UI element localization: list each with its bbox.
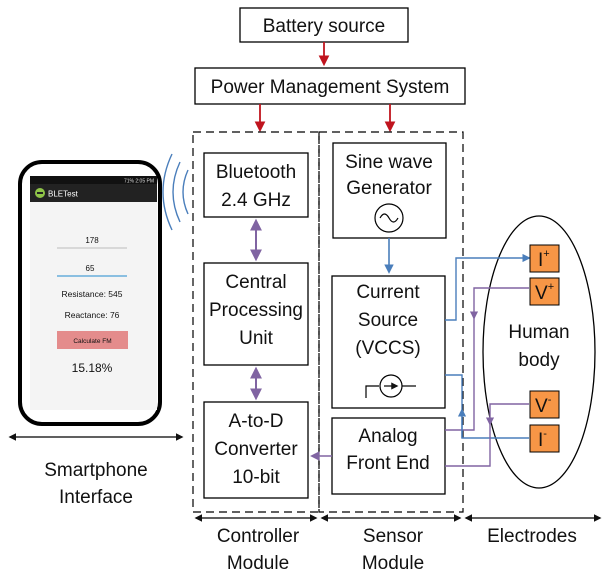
svg-text:Unit: Unit xyxy=(239,328,274,349)
svg-text:Battery source: Battery source xyxy=(263,16,386,37)
power-management-block: Power Management System xyxy=(194,67,466,105)
svg-text:Front End: Front End xyxy=(346,453,429,474)
svg-text:10-bit: 10-bit xyxy=(232,467,280,488)
analog-front-end-block: Analog Front End xyxy=(331,417,446,495)
controller-label-line2: Module xyxy=(227,553,289,574)
svg-text:Central: Central xyxy=(225,272,286,293)
svg-text:Source: Source xyxy=(358,310,418,331)
sine-source-icon xyxy=(374,203,404,233)
svg-text:A-to-D: A-to-D xyxy=(229,411,284,432)
svg-text:Analog: Analog xyxy=(358,426,417,447)
wireless-signal-icon xyxy=(162,153,189,231)
electrode-v-minus: V- xyxy=(529,390,560,419)
svg-text:Bluetooth: Bluetooth xyxy=(216,162,296,183)
svg-text:I-: I- xyxy=(538,428,547,451)
svg-text:body: body xyxy=(518,350,560,371)
calculate-fm-button[interactable] xyxy=(57,331,128,349)
sensor-label-line1: Sensor xyxy=(363,526,424,547)
android-icon xyxy=(35,188,45,198)
cpu-block: Central Processing Unit xyxy=(203,262,309,366)
smartphone: 71% 2:05 PM BLETest 178 65 Resistance: 5… xyxy=(18,160,162,426)
sine-generator-block: Sine wave Generator xyxy=(332,142,447,239)
sensor-label-line2: Module xyxy=(362,553,424,574)
phone-status-bar xyxy=(30,176,157,184)
svg-text:V-: V- xyxy=(535,394,552,417)
svg-text:Power Management System: Power Management System xyxy=(211,77,450,98)
phone-app-header xyxy=(30,184,157,202)
electrode-i-plus: I+ xyxy=(529,244,560,273)
svg-text:Processing: Processing xyxy=(209,300,303,321)
bluetooth-block: Bluetooth 2.4 GHz xyxy=(203,152,309,218)
svg-text:V+: V+ xyxy=(535,281,554,304)
human-body-ellipse: Human body xyxy=(482,215,596,489)
svg-text:(VCCS): (VCCS) xyxy=(355,338,420,359)
electrode-i-minus: I- xyxy=(529,424,560,453)
svg-text:178: 178 xyxy=(85,236,99,245)
svg-text:15.18%: 15.18% xyxy=(72,361,113,375)
electrode-v-plus: V+ xyxy=(529,277,560,306)
svg-text:Reactance: 76: Reactance: 76 xyxy=(65,310,120,320)
svg-text:2.4 GHz: 2.4 GHz xyxy=(221,190,291,211)
sensor-module-frame xyxy=(318,131,464,513)
svg-text:Human: Human xyxy=(508,322,569,343)
svg-text:BLETest: BLETest xyxy=(48,190,79,199)
svg-text:Calculate FM: Calculate FM xyxy=(73,338,111,345)
electrodes-label: Electrodes xyxy=(487,526,577,547)
svg-text:I+: I+ xyxy=(538,248,550,271)
svg-text:Generator: Generator xyxy=(346,178,432,199)
battery-source-block: Battery source xyxy=(239,7,409,43)
svg-text:Sine wave: Sine wave xyxy=(345,152,433,173)
svg-text:71% 2:05 PM: 71% 2:05 PM xyxy=(124,179,154,185)
svg-text:Current: Current xyxy=(356,282,420,303)
controller-label-line1: Controller xyxy=(217,526,300,547)
svg-text:65: 65 xyxy=(86,264,95,273)
smartphone-label-line1: Smartphone xyxy=(44,460,148,481)
smartphone-label-line2: Interface xyxy=(59,487,133,508)
current-source-icon xyxy=(365,374,416,398)
svg-text:Converter: Converter xyxy=(214,439,298,460)
adc-block: A-to-D Converter 10-bit xyxy=(203,401,309,499)
vccs-block: Current Source (VCCS) xyxy=(331,275,446,409)
electrode-wiring xyxy=(445,253,531,467)
svg-text:Resistance: 545: Resistance: 545 xyxy=(62,289,123,299)
